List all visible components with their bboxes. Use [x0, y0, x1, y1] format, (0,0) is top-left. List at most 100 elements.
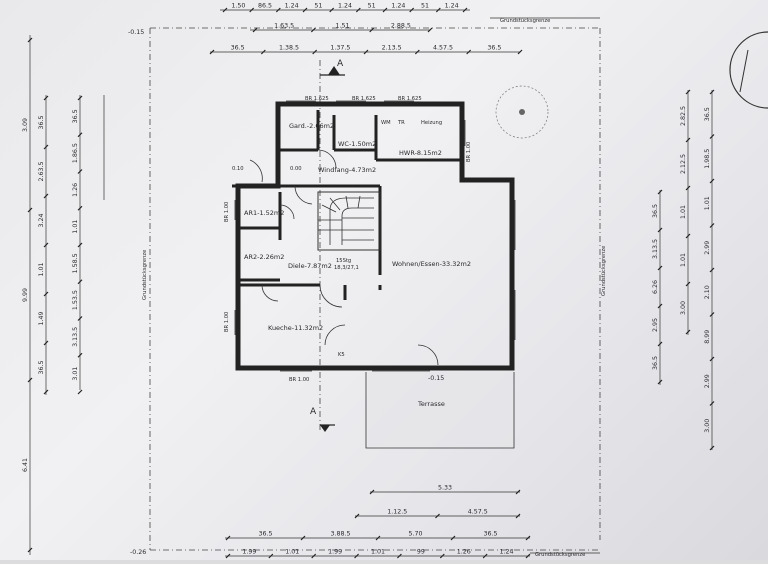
dim-value: 1.01 [680, 205, 687, 219]
dim-chain-top [210, 9, 520, 53]
dim-value: 1.58.5 [72, 253, 79, 273]
dim-tick [435, 7, 441, 13]
dim-tick [43, 193, 49, 199]
section-mark-a2: A [310, 407, 317, 417]
dim-tick [354, 513, 360, 519]
dim-tick [27, 377, 33, 383]
dim-value: 1.01 [72, 220, 79, 234]
dim-value: 36.5 [38, 115, 45, 129]
dim-tick [709, 89, 715, 95]
dim-tick [43, 144, 49, 150]
dim-tick [27, 37, 33, 43]
dim-tick [369, 27, 375, 33]
dim-tick [43, 340, 49, 346]
dim-tick [260, 49, 266, 55]
dim-value: 2.95 [652, 318, 659, 332]
dim-value: 1.24 [391, 3, 405, 10]
dim-value: 1.50 [231, 3, 245, 10]
dim-right-c: 36.51.98.51.012.992.108.992.993.00 [704, 89, 715, 451]
dim-value: 36.5 [231, 45, 245, 52]
dim-value: 2.63.5 [38, 161, 45, 181]
dim-tick [275, 7, 281, 13]
stairs-count: 15Stg [336, 258, 351, 264]
dim-tick [409, 7, 415, 13]
dim-tick [466, 49, 472, 55]
dim-value: 2.82.5 [680, 106, 687, 126]
dim-tick [657, 189, 663, 195]
dim-tick [77, 352, 83, 358]
level-bottom: -0.26 [130, 549, 146, 556]
room-label-windfang: Windfang-4.73m2 [318, 166, 376, 174]
dim-tick [369, 489, 375, 495]
dim-tick [77, 242, 83, 248]
stairs-ratio: 18,3/27,1 [334, 265, 359, 271]
dim-tick [397, 553, 402, 559]
dim-tick [252, 27, 258, 33]
opening-br-left-1: BR 1.00 [224, 202, 230, 222]
dim-tick [355, 7, 361, 13]
dim-tick [311, 553, 317, 559]
dim-left-inner: 36.51.86.51.261.011.58.51.53.53.13.53.01 [72, 95, 83, 395]
exterior-walls [232, 101, 515, 371]
dim-left-outer: 3.099.996.41 [22, 37, 33, 553]
dim-tick [225, 553, 231, 559]
tree-symbol [495, 85, 549, 139]
door-swings [249, 149, 439, 366]
staircase [317, 191, 381, 251]
dim-tick [657, 265, 663, 271]
dim-tick [43, 242, 49, 248]
room-label-heizung: Heizung [421, 120, 442, 126]
dim-value: 51 [368, 3, 376, 10]
dim-value: 36.5 [38, 360, 45, 374]
dim-tick [525, 535, 531, 541]
dim-tick [709, 178, 715, 184]
dim-tick [77, 169, 83, 174]
dim-tick [435, 513, 440, 519]
dim-value: 1.51 [335, 23, 349, 30]
room-label-wohnen: Wohnen/Essen-33.32m2 [392, 260, 471, 268]
opening-br-2: BR 1.625 [352, 96, 376, 102]
dim-value: 1.38.5 [279, 45, 299, 52]
dim-value: 2.10 [704, 285, 711, 299]
dim-tick [312, 49, 318, 55]
dim-tick [685, 89, 691, 95]
dim-tick [77, 205, 83, 211]
dim-value: 1.26 [457, 549, 471, 556]
dim-chain-bottom [225, 491, 530, 557]
dim-tick [77, 95, 83, 101]
dim-value: 2.99 [704, 241, 711, 255]
dim-value: 9.99 [22, 288, 29, 302]
dim-tick [268, 553, 274, 559]
room-label-tr: TR [397, 120, 405, 126]
dim-value: 3.13.5 [652, 239, 659, 259]
dim-tick [375, 535, 381, 541]
dim-value: 2.13.5 [382, 45, 402, 52]
opening-br-3: BR 1.625 [398, 96, 422, 102]
room-label-ar2: AR2-2.26m2 [244, 253, 284, 261]
dim-value: 1.86.5 [72, 143, 79, 163]
dim-tick [43, 291, 49, 297]
dim-value: 1.99 [242, 549, 256, 556]
room-label-garderobe: Gard.-2.06m2 [289, 122, 334, 130]
opening-br-right: BR 1.00 [466, 142, 472, 162]
dim-value: 36.5 [704, 107, 711, 121]
dim-value: 2.99 [704, 374, 711, 388]
dim-value: 6.41 [22, 458, 29, 472]
dim-tick [249, 7, 255, 13]
dim-value: 5.33 [438, 485, 452, 492]
dim-value: 1.01 [680, 253, 687, 267]
dim-tick [450, 535, 456, 541]
dim-tick [709, 312, 715, 317]
dim-tick [77, 316, 83, 321]
dim-value: 2.12.5 [680, 154, 687, 174]
dim-value: 3.00 [680, 301, 687, 315]
dim-value: 1.01 [38, 262, 45, 276]
dim-tick [225, 535, 231, 541]
k5-label: K5 [338, 352, 345, 358]
dim-value: 1.24 [285, 3, 299, 10]
